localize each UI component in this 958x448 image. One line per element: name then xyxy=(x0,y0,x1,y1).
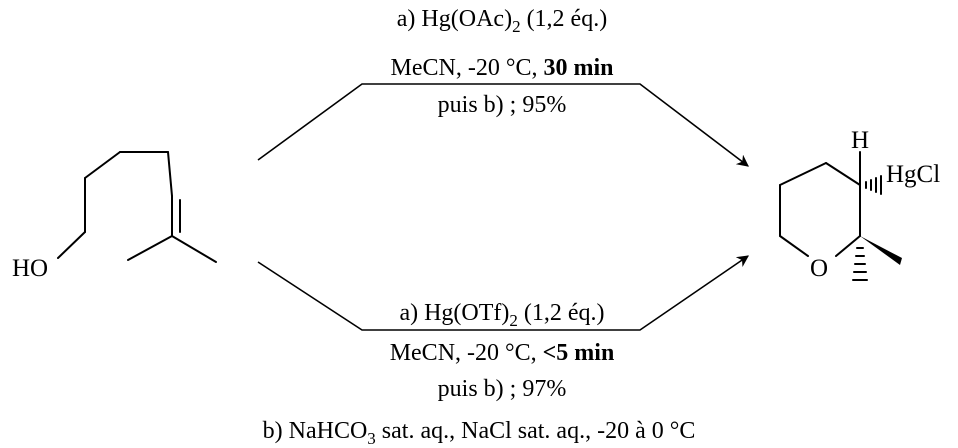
top-route-conditions: a) Hg(OAc)2 (1,2 éq.) MeCN, -20 °C, 30 m… xyxy=(391,6,614,118)
wedge-methyl xyxy=(860,236,902,265)
reactant-structure: HO xyxy=(12,151,217,282)
bond-methyl-left xyxy=(127,235,173,261)
top-reaction-arrow xyxy=(257,83,749,167)
bottom-workup-yield: puis b) ; 97% xyxy=(438,376,567,402)
ring-bond-c3-c4 xyxy=(825,162,861,186)
bond-o-c1 xyxy=(57,231,86,259)
bottom-conditions: MeCN, -20 °C, <5 min xyxy=(390,340,615,366)
ring-bond-c4-c5 xyxy=(779,162,827,186)
top-conditions: MeCN, -20 °C, 30 min xyxy=(391,55,614,81)
bond-c2-c3 xyxy=(84,151,121,179)
hashed-wedge-hgcl xyxy=(865,175,882,195)
ring-oxygen-label: O xyxy=(810,255,828,282)
bottom-reaction-arrow xyxy=(257,255,749,331)
bond-methyl-right xyxy=(171,235,217,263)
top-workup-yield: puis b) ; 95% xyxy=(438,92,567,118)
hgcl-label: HgCl xyxy=(886,161,940,188)
hydroxyl-label: HO xyxy=(12,255,48,282)
product-structure: H HgCl O xyxy=(779,127,940,282)
bond-c4-c5 xyxy=(167,151,173,197)
bottom-route-conditions: a) Hg(OTf)2 (1,2 éq.) MeCN, -20 °C, <5 m… xyxy=(390,300,615,402)
hashed-wedge-methyl xyxy=(852,247,868,281)
ring-bond-c6-o xyxy=(779,235,809,257)
hydrogen-label: H xyxy=(851,127,869,154)
bottom-reagent: a) Hg(OTf)2 (1,2 éq.) xyxy=(399,300,604,330)
ring-bond-o-c2 xyxy=(835,235,861,257)
workup-footnote: b) NaHCO3 sat. aq., NaCl sat. aq., -20 à… xyxy=(263,418,696,448)
top-reagent: a) Hg(OAc)2 (1,2 éq.) xyxy=(397,6,607,36)
